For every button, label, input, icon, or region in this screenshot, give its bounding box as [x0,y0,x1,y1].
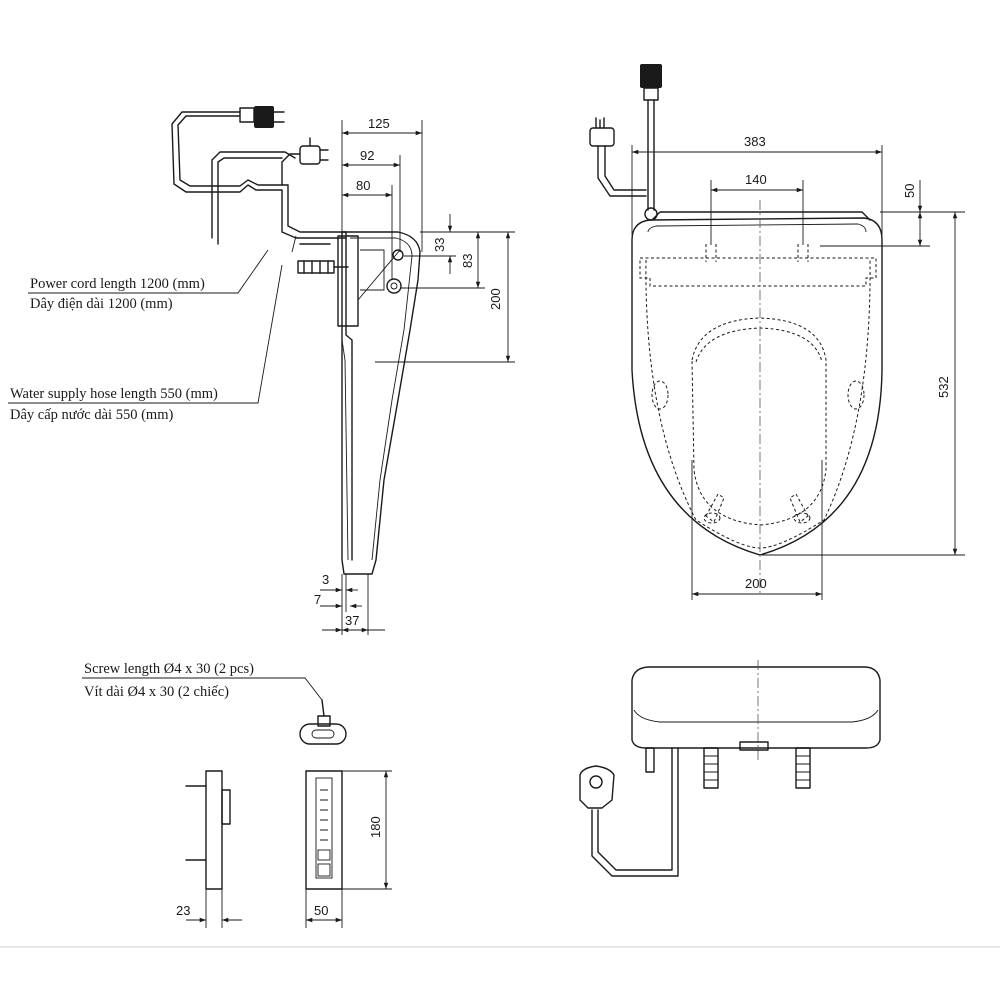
front-connectors [579,747,811,877]
power-cord-label-vi: Dây điện dài 1200 (mm) [30,296,173,312]
seat-rear-housing [639,257,877,287]
side-view: 125 92 80 33 83 200 3 7 37 [171,106,515,635]
dim-3: 3 [322,572,329,587]
dim-200-side: 200 [488,288,503,310]
water-hose-label-en: Water supply hose length 550 (mm) [10,386,218,402]
top-dimensions [631,145,965,600]
dim-180: 180 [368,816,383,838]
bracket-front: 180 50 [305,770,392,928]
bowl-opening [691,317,827,526]
dim-140: 140 [745,172,767,187]
screw-label-en: Screw length Ø4 x 30 (2 pcs) [84,661,254,677]
top-plug [589,64,662,221]
screw-label-vi: Vít dài Ø4 x 30 (2 chiếc) [84,684,229,700]
dim-383: 383 [744,134,766,149]
water-hose [297,243,349,274]
dim-80: 80 [356,178,370,193]
dim-200-top: 200 [745,576,767,591]
top-view: 383 140 50 532 200 [589,64,965,600]
dim-7: 7 [314,592,321,607]
dim-37: 37 [345,613,359,628]
seat-outline [631,217,883,556]
bracket-side: 23 [176,770,242,928]
power-cord [171,106,347,245]
power-cord-label-en: Power cord length 1200 (mm) [30,276,205,292]
screw-detail [299,699,347,745]
dim-125: 125 [368,116,390,131]
front-view [579,660,881,877]
dim-50-top: 50 [902,184,917,198]
side-dimensions [320,120,515,635]
dim-33: 33 [432,238,447,252]
lid-front [631,666,881,749]
seat-hinge-cover [647,223,867,233]
callouts [8,235,323,701]
dim-23: 23 [176,903,190,918]
water-hose-label-vi: Dây cấp nước dài 550 (mm) [10,407,173,423]
dim-92: 92 [360,148,374,163]
seat-side-profile [337,231,421,575]
dim-532: 532 [936,376,951,398]
dim-83: 83 [460,254,475,268]
dim-50-bracket: 50 [314,903,328,918]
